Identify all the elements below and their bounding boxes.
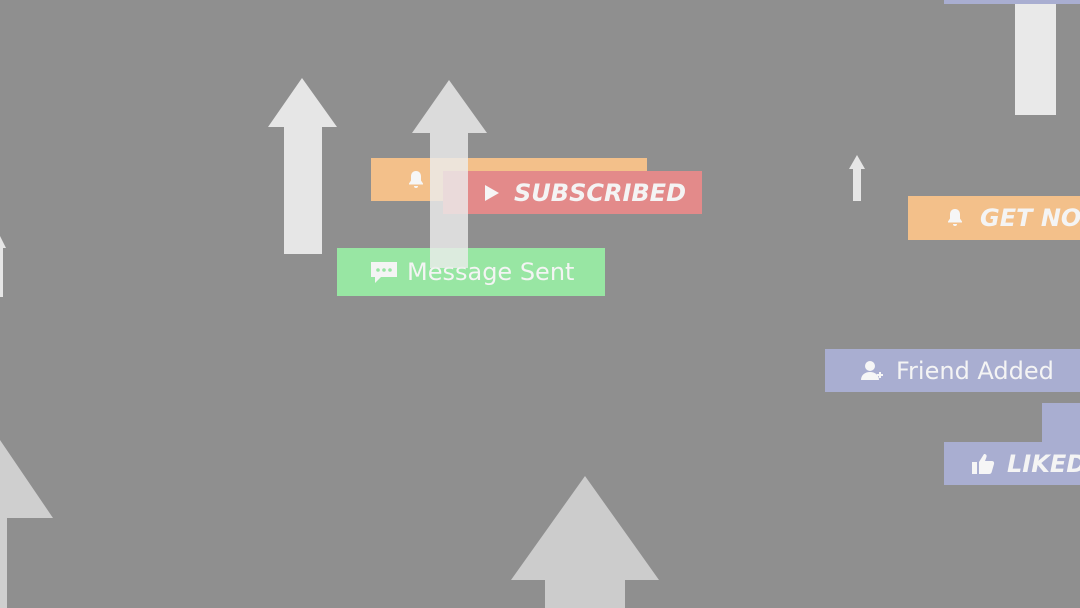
notification-badge-friend-added: Friend Added (825, 349, 1080, 392)
play-icon (484, 184, 500, 202)
up-arrow-small (849, 155, 865, 201)
notification-badge-partial (1042, 403, 1080, 443)
up-arrow-bottom-left (0, 440, 53, 608)
arrow-shaft-top-right (1015, 0, 1056, 115)
friend-added-label: Friend Added (896, 356, 1054, 385)
notification-badge-get-notified: GET NOT (908, 196, 1080, 240)
up-arrow-bottom-center (511, 476, 659, 608)
notification-badge-subscribed: SUBSCRIBED (443, 171, 702, 214)
chat-bubble-icon (369, 260, 399, 284)
notification-badge-liked: LIKED (944, 442, 1080, 485)
up-arrow-left-edge (0, 236, 6, 297)
bell-icon (946, 208, 964, 228)
up-arrow-1 (268, 78, 337, 254)
thumbs-up-icon (971, 453, 995, 475)
bell-icon (407, 170, 425, 190)
liked-label: LIKED (1007, 449, 1080, 478)
get-notified-label: GET NOT (980, 204, 1080, 232)
lavender-sliver-top (944, 0, 1080, 4)
subscribed-label: SUBSCRIBED (514, 178, 686, 207)
add-user-icon (860, 359, 884, 383)
